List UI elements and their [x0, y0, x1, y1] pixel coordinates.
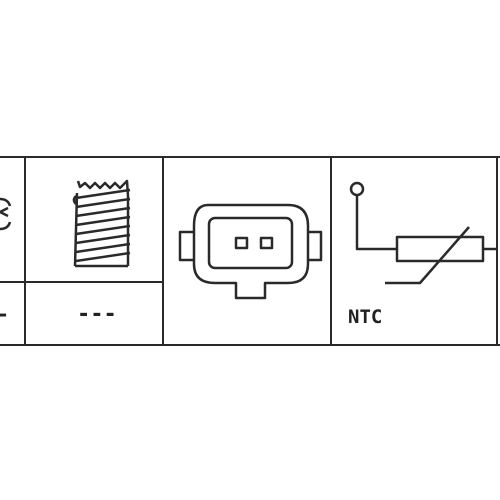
col0-value: -: [0, 302, 9, 326]
two-pin-connector-icon: [178, 203, 323, 300]
col3-value: NTC: [348, 306, 382, 328]
ntc-thermistor-symbol-icon: [349, 181, 497, 285]
table-grid: [0, 156, 500, 346]
col1-value: ---: [77, 302, 117, 327]
clip-icon: [0, 197, 12, 231]
threaded-bolt-icon: [72, 179, 131, 268]
